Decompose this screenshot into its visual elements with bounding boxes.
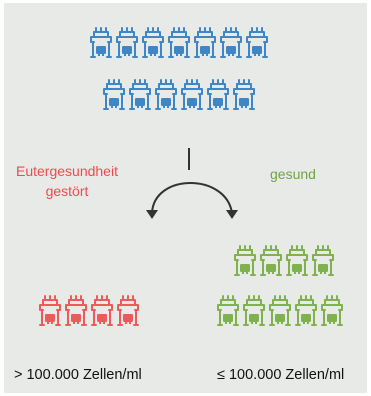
- cow-icon: [101, 77, 127, 111]
- cow-icon: [310, 243, 336, 277]
- cow-icon: [89, 293, 115, 327]
- cow-icon: [241, 293, 267, 327]
- healthy-caption: ≤ 100.000 Zellen/ml: [217, 367, 345, 383]
- cow-icon: [267, 293, 293, 327]
- unhealthy-label: Eutergesundheit gestört: [16, 161, 118, 201]
- cow-icon: [127, 77, 153, 111]
- cow-icon: [153, 77, 179, 111]
- cow-icon: [231, 77, 257, 111]
- arrow-arc: [151, 182, 233, 214]
- cow-icon: [115, 293, 141, 327]
- diagram-panel: Eutergesundheit gestört gesund: [4, 3, 367, 393]
- arrow-head-left: [146, 210, 158, 219]
- unhealthy-label-line1: Eutergesundheit: [16, 163, 118, 179]
- cow-icon: [63, 293, 89, 327]
- cow-icon: [319, 293, 345, 327]
- cow-icon: [258, 243, 284, 277]
- healthy-label: gesund: [270, 166, 316, 182]
- cow-icon: [244, 25, 270, 59]
- cow-icon: [140, 25, 166, 59]
- unhealthy-label-line2: gestört: [45, 183, 89, 199]
- split-arrow: [146, 148, 238, 219]
- arrow-head-right: [226, 210, 238, 219]
- cow-icon: [218, 25, 244, 59]
- unhealthy-caption: > 100.000 Zellen/ml: [14, 367, 142, 383]
- cow-icon: [192, 25, 218, 59]
- cow-icon: [166, 25, 192, 59]
- cow-icon: [293, 293, 319, 327]
- cow-icon: [284, 243, 310, 277]
- cow-icon: [205, 77, 231, 111]
- cow-icon: [114, 25, 140, 59]
- cow-icon: [215, 293, 241, 327]
- cow-icon: [37, 293, 63, 327]
- cow-icon: [88, 25, 114, 59]
- cow-icon: [179, 77, 205, 111]
- cow-icon: [232, 243, 258, 277]
